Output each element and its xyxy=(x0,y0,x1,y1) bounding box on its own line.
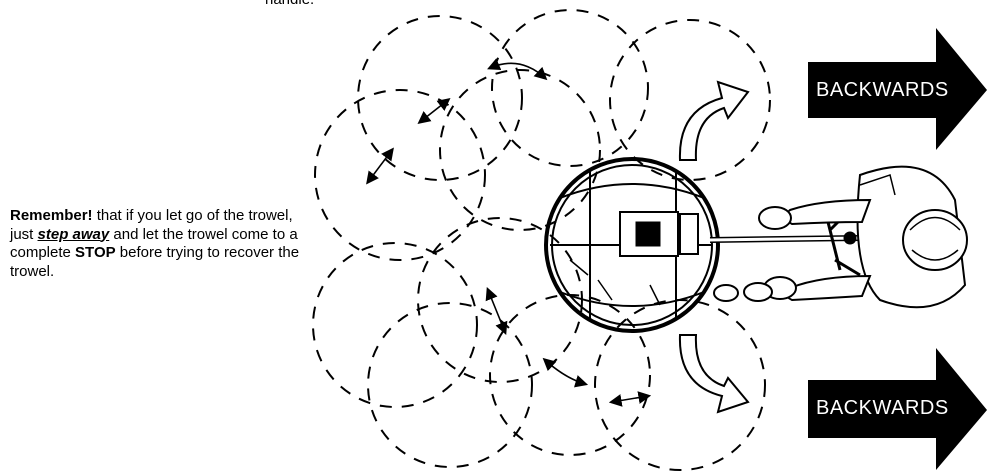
curved-arrow-top xyxy=(680,82,748,160)
path-circle xyxy=(313,243,477,407)
double-arrow xyxy=(420,100,448,122)
double-arrow xyxy=(612,396,648,402)
path-circle xyxy=(440,70,600,230)
trowel xyxy=(546,159,718,331)
backwards-label-bottom: BACKWARDS xyxy=(816,397,949,420)
path-circle xyxy=(595,300,765,470)
path-circle xyxy=(492,10,648,166)
backwards-label-top: BACKWARDS xyxy=(816,79,949,102)
path-circle xyxy=(315,90,485,260)
curved-arrow-bottom xyxy=(680,335,748,412)
path-circle xyxy=(418,218,582,382)
double-arrow xyxy=(368,150,392,182)
double-arrow xyxy=(488,290,505,332)
